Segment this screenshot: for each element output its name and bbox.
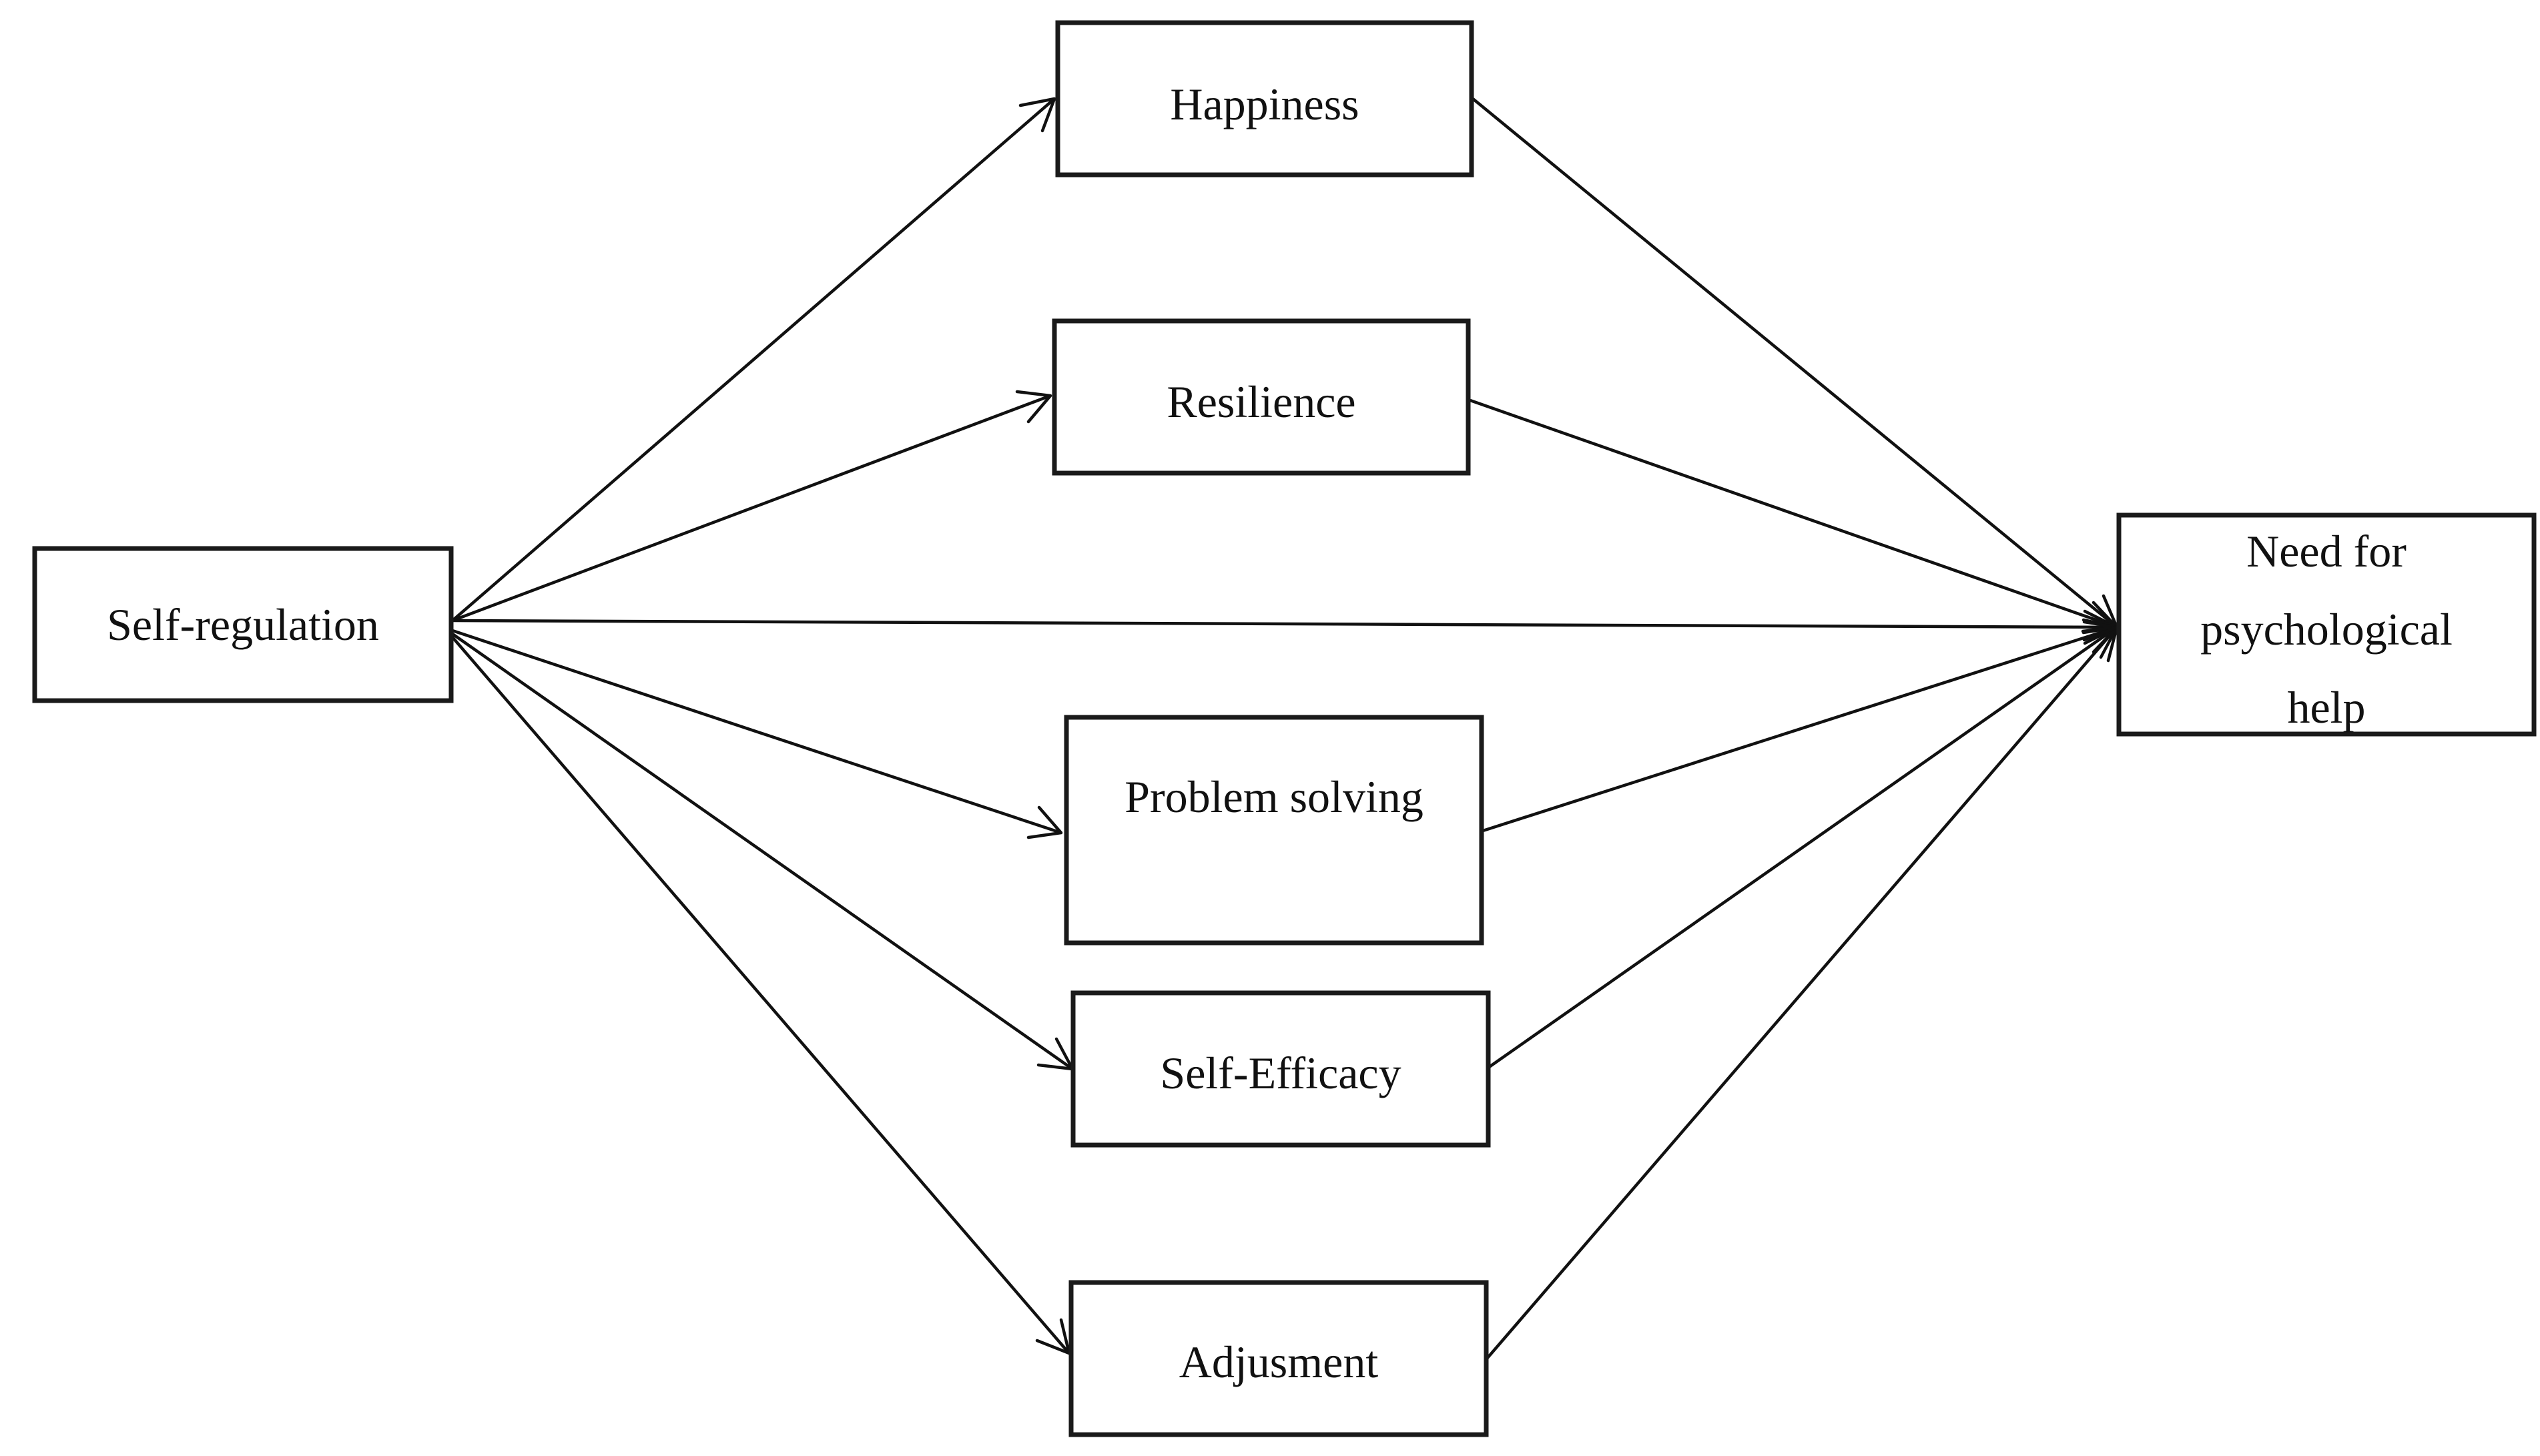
edge-adjustment-to-needhelp xyxy=(1486,626,2118,1360)
edge-selfregulation-to-happiness xyxy=(451,97,1056,622)
node-self-regulation: Self-regulation xyxy=(32,546,454,703)
node-label-line-2: psychological xyxy=(2200,604,2453,655)
arrow-head-icon xyxy=(1018,97,1056,133)
node-box xyxy=(1052,318,1471,476)
node-box xyxy=(2116,512,2537,737)
edge-selfregulation-to-needhelp xyxy=(452,619,2118,629)
node-happiness: Happiness xyxy=(1055,20,1474,177)
edge-selfregulation-to-problemsolving xyxy=(452,629,1062,835)
node-self-efficacy: Self-Efficacy xyxy=(1070,990,1491,1148)
node-label: Self-regulation xyxy=(107,599,379,650)
edge-selfefficacy-to-needhelp xyxy=(1487,626,2118,1069)
node-adjustment: Adjusment xyxy=(1068,1280,1489,1437)
node-box xyxy=(1055,20,1474,177)
node-label: Self-Efficacy xyxy=(1160,1048,1401,1098)
edge-selfregulation-to-selfefficacy xyxy=(451,633,1074,1070)
node-label: Adjusment xyxy=(1179,1337,1379,1387)
node-box xyxy=(1068,1280,1489,1437)
node-box xyxy=(1070,990,1491,1148)
edge-problemsolving-to-needhelp xyxy=(1482,625,2118,833)
node-label-line-1: Need for xyxy=(2246,526,2407,577)
node-label-line-3: help xyxy=(2287,682,2365,733)
edge-selfregulation-to-adjustment xyxy=(451,636,1070,1355)
node-resilience: Resilience xyxy=(1052,318,1471,476)
node-label: Problem solving xyxy=(1125,771,1423,822)
node-label: Resilience xyxy=(1167,376,1355,427)
node-box xyxy=(1064,715,1484,946)
diagram-edges xyxy=(451,97,2119,1360)
node-need-for-psychological-help: Need for psychological help xyxy=(2116,512,2537,737)
edge-resilience-to-needhelp xyxy=(1470,398,2118,629)
node-box xyxy=(32,546,454,703)
node-problem-solving: Problem solving xyxy=(1064,715,1484,946)
node-label: Happiness xyxy=(1170,79,1359,129)
edge-happiness-to-needhelp xyxy=(1472,97,2118,629)
arrow-head-icon xyxy=(1026,805,1063,839)
arrow-head-icon xyxy=(1015,390,1052,424)
edge-selfregulation-to-resilience xyxy=(452,394,1051,623)
